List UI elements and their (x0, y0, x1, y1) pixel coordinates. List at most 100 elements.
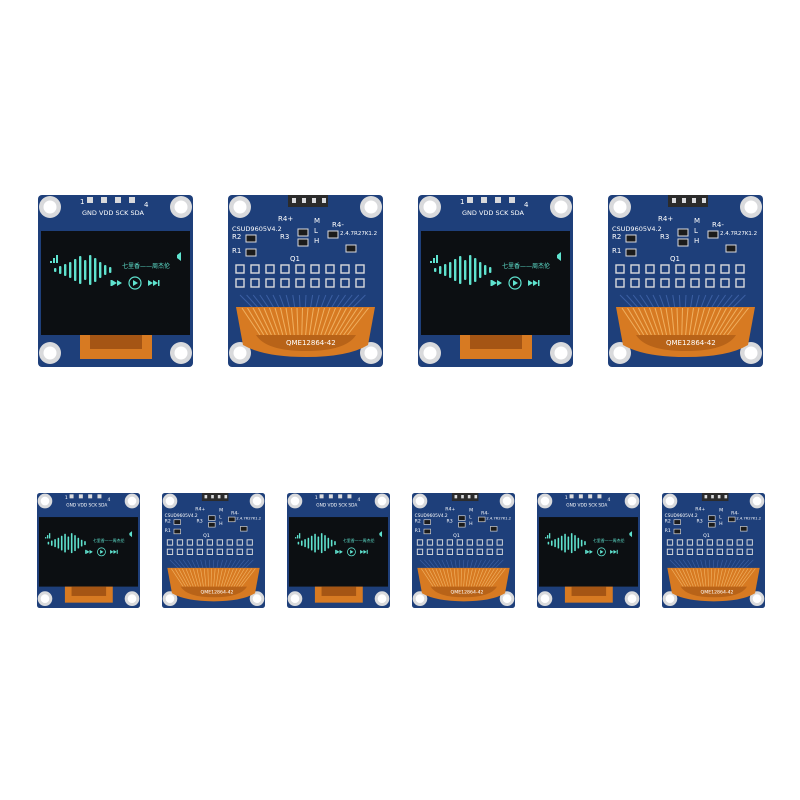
silkscreen-label: R2 (665, 518, 671, 524)
solder-pad (236, 548, 243, 555)
silkscreen-label: M (719, 508, 723, 514)
play-icon (597, 547, 606, 557)
smd-component (708, 515, 716, 521)
solder-pad (280, 264, 290, 274)
silkscreen-label: R2 (612, 233, 621, 241)
solder-pad (666, 548, 674, 555)
silkscreen-label: R1 (612, 247, 621, 255)
solder-pad (166, 539, 174, 546)
smd-component (228, 516, 236, 523)
pin-labels: GND VDD SCK SDA (316, 502, 357, 508)
smd-component (728, 516, 736, 523)
solder-pad (716, 539, 723, 546)
solder-pad (726, 539, 733, 546)
solder-pad (746, 548, 753, 555)
next-icon (528, 280, 540, 286)
solder-pad (235, 264, 245, 274)
signal-icon (50, 255, 58, 263)
solder-pad (456, 548, 463, 555)
silkscreen-label: R3 (697, 518, 703, 524)
silkscreen-label: R2 (232, 233, 241, 241)
signal-icon (44, 533, 51, 539)
next-icon (148, 280, 160, 286)
sound-wave-icon (54, 255, 112, 285)
solder-pad (706, 548, 713, 555)
header-pin (569, 494, 574, 499)
silkscreen-value: 2.4.7R27K1.2 (486, 517, 511, 521)
smd-component (297, 238, 309, 247)
smd-component (327, 230, 339, 239)
solder-pad (436, 548, 444, 555)
silkscreen-label: R3 (280, 233, 289, 241)
next-icon (110, 549, 118, 554)
silkscreen-label: R4+ (695, 506, 705, 512)
silkscreen-note: CSUD9605V4.2 (165, 513, 198, 519)
solder-pad (186, 539, 194, 546)
header-pin (101, 197, 107, 203)
smd-component (677, 238, 689, 247)
solder-pad (226, 539, 233, 546)
silkscreen-label: H (719, 521, 723, 527)
silkscreen-label: R3 (660, 233, 669, 241)
solder-pad (476, 539, 483, 546)
solder-pad (206, 548, 213, 555)
header-pin (87, 197, 93, 203)
pin-number: 1 (460, 198, 464, 206)
signal-icon (294, 533, 301, 539)
prev-icon (585, 549, 593, 554)
solder-pad (446, 539, 454, 546)
play-icon (128, 276, 142, 290)
smd-component (458, 522, 466, 528)
silkscreen-label: L (314, 227, 318, 235)
pin-number: 4 (357, 497, 360, 503)
pin-number: 1 (65, 495, 68, 501)
ribbon-label: QME12864-42 (286, 339, 336, 347)
smd-component (208, 522, 216, 528)
solder-pad (206, 539, 213, 546)
smd-component (725, 244, 737, 253)
smd-component (740, 526, 748, 532)
pin-labels: GND VDD SCK SDA (566, 502, 607, 508)
solder-pad (355, 278, 365, 288)
solder-pad (436, 539, 444, 546)
pin-number: 4 (524, 201, 529, 209)
header-pin (88, 494, 93, 499)
ribbon-label: QME12864-42 (701, 589, 734, 595)
silkscreen-label: R4+ (278, 215, 293, 223)
silkscreen-label: R4- (481, 510, 489, 516)
next-icon (360, 549, 368, 554)
solder-pad (690, 264, 700, 274)
silkscreen-label: R1 (232, 247, 241, 255)
silkscreen-label: L (219, 514, 222, 520)
solder-pad (720, 264, 730, 274)
sound-wave-icon (47, 533, 86, 554)
solder-pad (706, 539, 713, 546)
solder-pad (496, 548, 503, 555)
volume-icon (379, 531, 383, 538)
pin-header (201, 493, 229, 502)
header-pin (129, 197, 135, 203)
solder-pad (645, 264, 655, 274)
silkscreen-label: M (469, 508, 473, 514)
silkscreen-label: R2 (165, 518, 171, 524)
silkscreen-label: M (694, 217, 700, 225)
sound-wave-icon (434, 255, 492, 285)
header-pin (481, 197, 487, 203)
signal-icon (544, 533, 551, 539)
solder-pad (446, 548, 454, 555)
solder-pad (615, 264, 625, 274)
solder-pad (246, 548, 253, 555)
silkscreen-note: CSUD9605V4.2 (415, 513, 448, 519)
header-pin (578, 494, 583, 499)
prev-icon (110, 280, 122, 286)
solder-pad (355, 264, 365, 274)
solder-pad (456, 539, 463, 546)
silkscreen-note: CSUD9605V4.2 (232, 225, 282, 233)
silkscreen-label: H (314, 237, 319, 245)
solder-pad (426, 539, 434, 546)
play-icon (508, 276, 522, 290)
solder-pad (416, 548, 424, 555)
